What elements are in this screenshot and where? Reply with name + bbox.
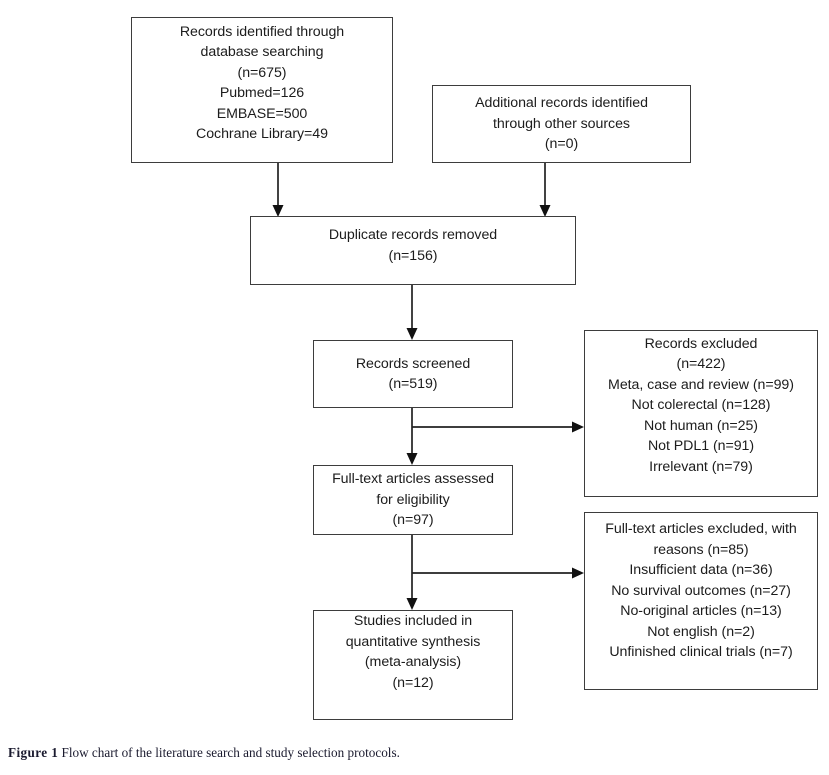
node-fulltext-articles-assessed: Full-text articles assessed for eligibil… <box>313 465 513 535</box>
node-records-identified-text: Records identified through database sear… <box>179 23 345 143</box>
edge-fulltext-to-fulltext-excluded <box>412 567 584 579</box>
figure-caption-text: Flow chart of the literature search and … <box>61 745 400 760</box>
node-fulltext-articles-excluded: Full-text articles excluded, with reason… <box>584 512 818 690</box>
node-records-screened-text: Records screened (n=519) <box>355 355 471 393</box>
node-additional-records: Additional records identified through ot… <box>432 85 691 163</box>
edge-duplicates-to-screened <box>406 285 418 340</box>
edge-identified-to-duplicates <box>272 163 284 217</box>
node-fulltext-articles-excluded-text: Full-text articles excluded, with reason… <box>605 521 797 661</box>
node-records-screened: Records screened (n=519) <box>313 340 513 408</box>
node-fulltext-articles-assessed-text: Full-text articles assessed for eligibil… <box>332 471 494 529</box>
node-additional-records-text: Additional records identified through ot… <box>475 95 648 153</box>
node-studies-included: Studies included in quantitative synthes… <box>313 610 513 720</box>
node-records-excluded-text: Records excluded (n=422) Meta, case and … <box>608 335 794 475</box>
node-records-identified: Records identified through database sear… <box>131 17 393 163</box>
node-duplicate-records-removed-text: Duplicate records removed (n=156) <box>328 227 498 264</box>
node-duplicate-records-removed: Duplicate records removed (n=156) <box>250 216 576 285</box>
figure-caption-label: Figure 1 <box>8 745 59 760</box>
edge-fulltext-to-included <box>406 535 418 610</box>
figure-caption: Figure 1 Flow chart of the literature se… <box>8 744 808 761</box>
node-studies-included-text: Studies included in quantitative synthes… <box>345 613 481 691</box>
node-records-excluded: Records excluded (n=422) Meta, case and … <box>584 330 818 497</box>
edge-screened-to-excluded <box>412 421 584 433</box>
edge-additional-to-duplicates <box>539 163 551 217</box>
edge-screened-to-fulltext <box>406 408 418 465</box>
